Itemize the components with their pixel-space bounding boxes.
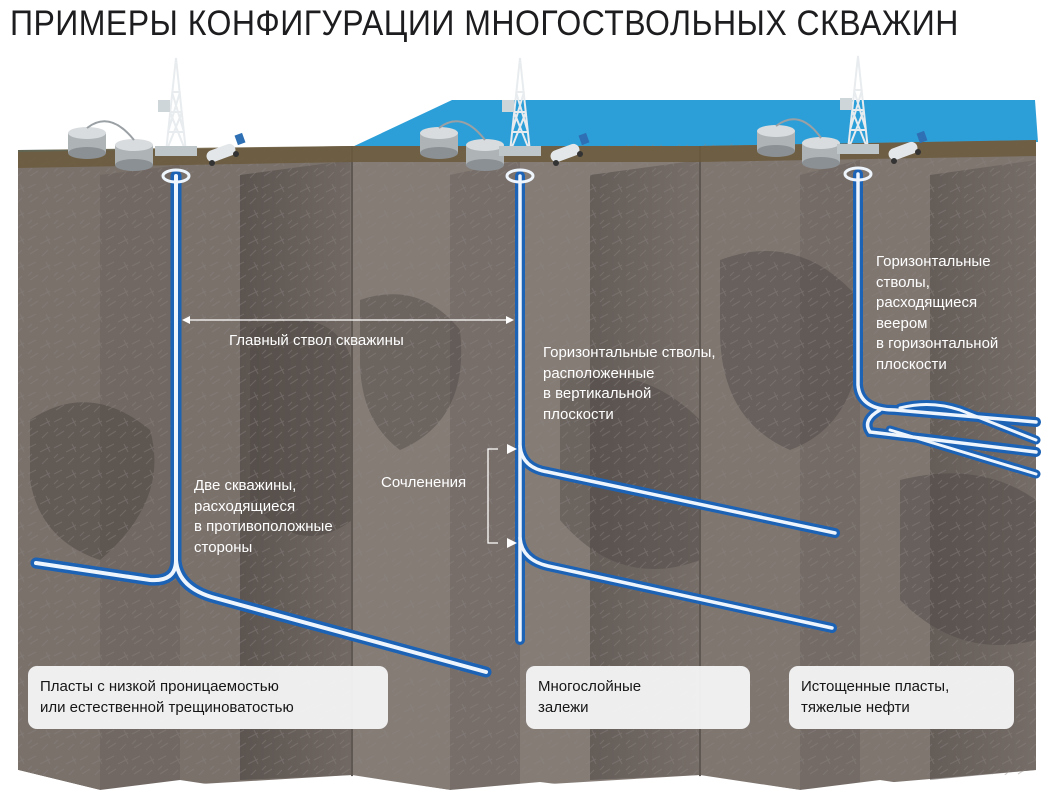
tanker-truck-icon (550, 132, 590, 166)
horizontal-vertical-plane-label: Горизонтальные стволы, расположенные в в… (543, 344, 716, 423)
two-wells-label: Две скважины, расходящиеся в противополо… (194, 477, 333, 556)
horizontal-fan-label: Горизонтальные стволы, расходящиеся веер… (876, 253, 999, 373)
storage-tank-icon (420, 127, 458, 159)
junctions-label: Сочленения (381, 474, 467, 491)
storage-tank-icon (757, 125, 795, 157)
facility-site-1 (68, 57, 246, 171)
derrick-icon (837, 55, 879, 154)
card-low-permeability: Пласты с низкой проницаемостью или естес… (28, 666, 388, 729)
well-1-pipe (30, 168, 492, 678)
main-bore-dimension-line (182, 316, 514, 324)
tanker-truck-icon (888, 130, 928, 164)
well-3-pipe (843, 166, 1041, 479)
derrick-icon (155, 57, 197, 156)
storage-tank-icon (466, 139, 504, 171)
junctions-bracket (487, 444, 517, 548)
tanker-truck-icon (206, 132, 246, 166)
facility-site-2 (420, 57, 590, 171)
page-title: ПРИМЕРЫ КОНФИГУРАЦИИ МНОГОСТВОЛЬНЫХ СКВА… (10, 4, 959, 43)
well-2-pipe (505, 168, 840, 645)
card-depleted: Истощенные пласты, тяжелые нефти (789, 666, 1014, 729)
derrick-icon (499, 57, 541, 156)
storage-tank-icon (68, 127, 106, 159)
storage-tank-icon (802, 137, 840, 169)
card-multilayer: Многослойные залежи (526, 666, 750, 729)
main-bore-label: Главный ствол скважины (229, 332, 404, 349)
facility-site-3 (757, 55, 928, 169)
storage-tank-icon (115, 139, 153, 171)
